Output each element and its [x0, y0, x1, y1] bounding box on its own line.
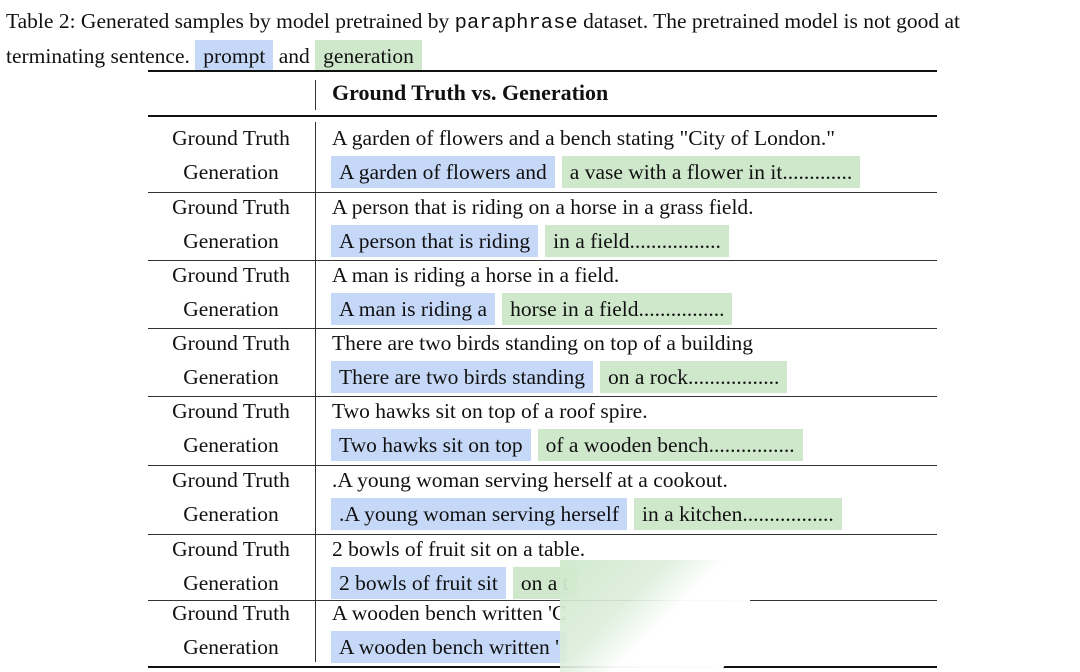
ground-truth-text: There are two birds standing on top of a…	[332, 331, 753, 355]
row-label-ground-truth: Ground Truth	[172, 263, 290, 287]
row-separator	[148, 260, 937, 261]
table-caption: Table 2: Generated samples by model pret…	[6, 5, 1080, 73]
row-label-generation: Generation	[183, 433, 279, 457]
ground-truth-text: A garden of flowers and a bench stating …	[332, 126, 835, 150]
ground-truth-text: A man is riding a horse in a field.	[332, 263, 620, 287]
caption-prefix: Table 2:	[6, 9, 76, 33]
table-row-ground-truth: Ground Truth A garden of flowers and a be…	[148, 121, 937, 155]
table-row-ground-truth: Ground Truth A man is riding a horse in a…	[148, 258, 937, 292]
prompt-segment: A person that is riding	[331, 225, 539, 257]
row-label-ground-truth: Ground Truth	[172, 537, 290, 561]
table-row-ground-truth: Ground Truth There are two birds standing…	[148, 326, 937, 360]
row-label-generation: Generation	[183, 571, 279, 595]
generation-segment: in a field.................	[545, 225, 729, 257]
caption-line2-text: terminating sentence.	[6, 44, 190, 68]
generation-segment: on a rock.................	[599, 361, 788, 393]
row-separator	[148, 192, 937, 193]
header-vertical-divider	[315, 80, 316, 110]
table-row-generation: Generation .A young woman serving herself…	[148, 497, 937, 531]
ground-truth-text: Two hawks sit on top of a roof spire.	[332, 399, 648, 423]
prompt-segment: Two hawks sit on top	[331, 429, 531, 461]
prompt-segment: A garden of flowers and	[331, 156, 555, 188]
prompt-segment: 2 bowls of fruit sit	[331, 567, 506, 599]
ground-truth-text: .A young woman serving herself at a cook…	[332, 468, 728, 492]
ground-truth-text: A wooden bench written 'C	[332, 601, 567, 625]
row-label-ground-truth: Ground Truth	[172, 601, 290, 625]
table-top-rule	[148, 70, 937, 72]
legend-generation: generation	[315, 40, 422, 72]
table-header: Ground Truth vs. Generation	[332, 80, 609, 105]
table-row-ground-truth: Ground Truth Two hawks sit on top of a ro…	[148, 394, 937, 428]
generation-segment: horse in a field................	[502, 293, 733, 325]
row-separator	[148, 465, 937, 466]
row-separator	[148, 600, 937, 601]
row-label-ground-truth: Ground Truth	[172, 399, 290, 423]
row-label-generation: Generation	[183, 502, 279, 526]
row-label-ground-truth: Ground Truth	[172, 331, 290, 355]
generation-segment: a vase with a flower in it.............	[561, 156, 861, 188]
row-separator	[148, 328, 937, 329]
table-row-ground-truth: Ground Truth A person that is riding on a…	[148, 190, 937, 224]
row-label-generation: Generation	[183, 160, 279, 184]
row-label-generation: Generation	[183, 635, 279, 659]
ground-truth-text: 2 bowls of fruit sit on a table.	[332, 537, 586, 561]
table-row-generation: Generation A wooden bench written '	[148, 630, 937, 664]
table-row-ground-truth: Ground Truth 2 bowls of fruit sit on a ta…	[148, 532, 937, 566]
prompt-segment: There are two birds standing	[331, 361, 593, 393]
legend-and: and	[278, 44, 310, 68]
row-label-generation: Generation	[183, 365, 279, 389]
row-separator	[148, 534, 937, 535]
table-bottom-rule	[148, 666, 937, 668]
row-label-generation: Generation	[183, 297, 279, 321]
caption-line2: terminating sentence. prompt and generat…	[6, 40, 1080, 73]
caption-text-before: Generated samples by model pretrained by	[75, 9, 455, 33]
caption-dataset: paraphrase	[454, 12, 578, 35]
legend-prompt: prompt	[195, 40, 274, 72]
page-curl-overlay	[560, 560, 750, 672]
table-header-rule	[148, 115, 937, 117]
row-label-ground-truth: Ground Truth	[172, 468, 290, 492]
row-label-ground-truth: Ground Truth	[172, 195, 290, 219]
row-separator	[148, 396, 937, 397]
table-row-ground-truth: Ground Truth .A young woman serving herse…	[148, 463, 937, 497]
table-vertical-divider	[315, 122, 316, 662]
prompt-segment: A wooden bench written '	[331, 631, 568, 663]
row-label-ground-truth: Ground Truth	[172, 126, 290, 150]
row-label-generation: Generation	[183, 229, 279, 253]
prompt-segment: A man is riding a	[331, 293, 496, 325]
table-row-ground-truth: Ground Truth A wooden bench written 'C	[148, 596, 937, 630]
generation-segment: of a wooden bench................	[537, 429, 803, 461]
generation-segment: in a kitchen.................	[634, 498, 842, 530]
ground-truth-text: A person that is riding on a horse in a …	[332, 195, 754, 219]
prompt-segment: .A young woman serving herself	[331, 498, 628, 530]
caption-text-after: dataset. The pretrained model is not goo…	[577, 9, 961, 33]
